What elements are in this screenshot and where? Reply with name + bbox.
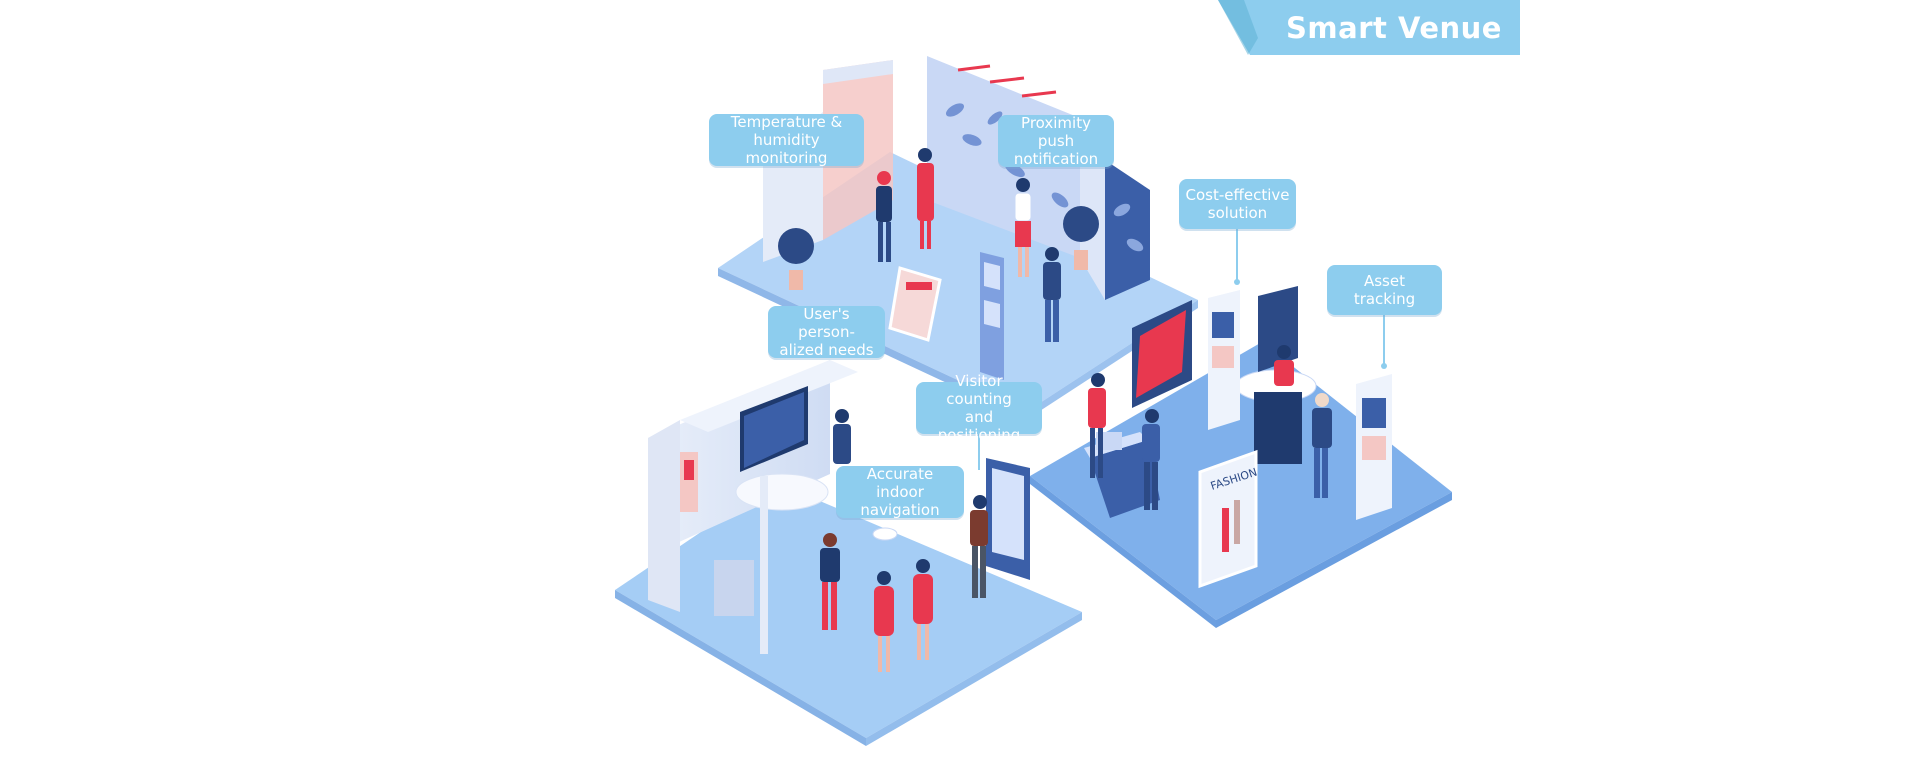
callout-asset-tracking-text: Asset tracking	[1353, 272, 1416, 308]
callout-visitor-counting-text: Visitor counting and positioning	[937, 372, 1021, 444]
banner-shape	[1218, 0, 1520, 55]
page-title: Smart Venue	[1286, 10, 1502, 45]
callout-personalized-needs: User's person- alized needs	[768, 305, 885, 359]
plant-left	[778, 228, 814, 290]
callout-asset-tracking: Asset tracking	[1327, 265, 1442, 315]
callout-proximity-push: Proximity push notification	[998, 114, 1114, 168]
fashion-poster: FASHION	[1198, 449, 1259, 589]
people-top-booth	[876, 148, 1061, 342]
poster-stand	[888, 266, 942, 342]
reception-desk	[1235, 286, 1317, 464]
title-banner: Smart Venue	[1218, 0, 1520, 55]
signage-kiosk-right	[1356, 374, 1392, 520]
callout-cost-effective: Cost-effective solution	[1179, 179, 1296, 229]
callout-indoor-navigation: Accurate indoor navigation	[836, 465, 964, 519]
bottom-left-floor	[615, 482, 1082, 746]
callout-proximity-push-text: Proximity push notification	[1013, 114, 1099, 168]
presenter	[833, 409, 851, 464]
kiosk	[986, 458, 1030, 580]
red-sail-display	[1132, 300, 1192, 408]
callout-personalized-needs-text: User's person- alized needs	[779, 305, 874, 359]
signage-kiosk-left	[1208, 290, 1240, 430]
callout-cost-effective-text: Cost-effective solution	[1185, 186, 1290, 222]
callout-visitor-counting: Visitor counting and positioning	[916, 372, 1042, 444]
callout-temperature-humidity: Temperature & humidity monitoring	[709, 113, 864, 167]
people-bottom-left	[820, 495, 988, 672]
plant-right	[1063, 206, 1099, 270]
callout-indoor-navigation-text: Accurate indoor navigation	[860, 465, 940, 519]
bottom-left-booth	[648, 360, 898, 654]
callout-temperature-humidity-text: Temperature & humidity monitoring	[730, 113, 843, 167]
callout-connectors	[978, 229, 1385, 470]
callout-dots	[1234, 279, 1387, 369]
brochure-rack	[980, 252, 1004, 380]
people-bottom-right	[1088, 345, 1332, 510]
